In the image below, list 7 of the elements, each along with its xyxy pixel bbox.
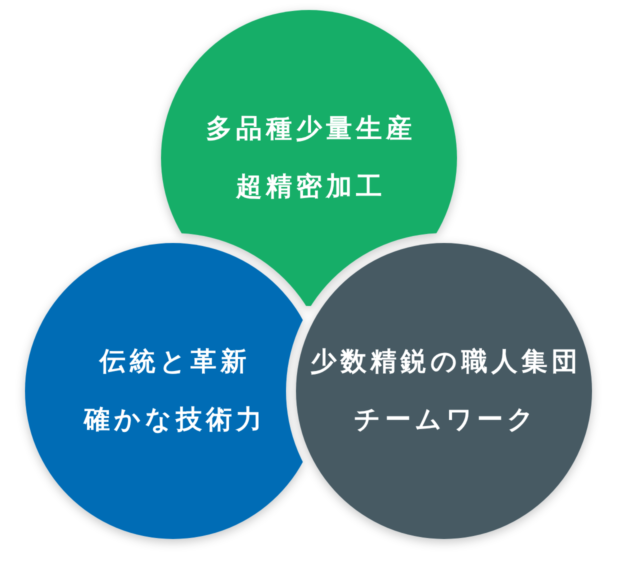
- keyword-text: 少数精鋭の職人集団: [310, 348, 582, 378]
- keyword-text: 超精密加工: [236, 173, 386, 203]
- keyword-text: 確かな技術力: [84, 406, 266, 436]
- keyword-text: 多品種少量生産: [206, 115, 416, 145]
- venn-circle: [296, 243, 592, 539]
- keyword-text: 伝統と革新: [100, 348, 250, 378]
- keyword-text: チームワーク: [354, 406, 538, 436]
